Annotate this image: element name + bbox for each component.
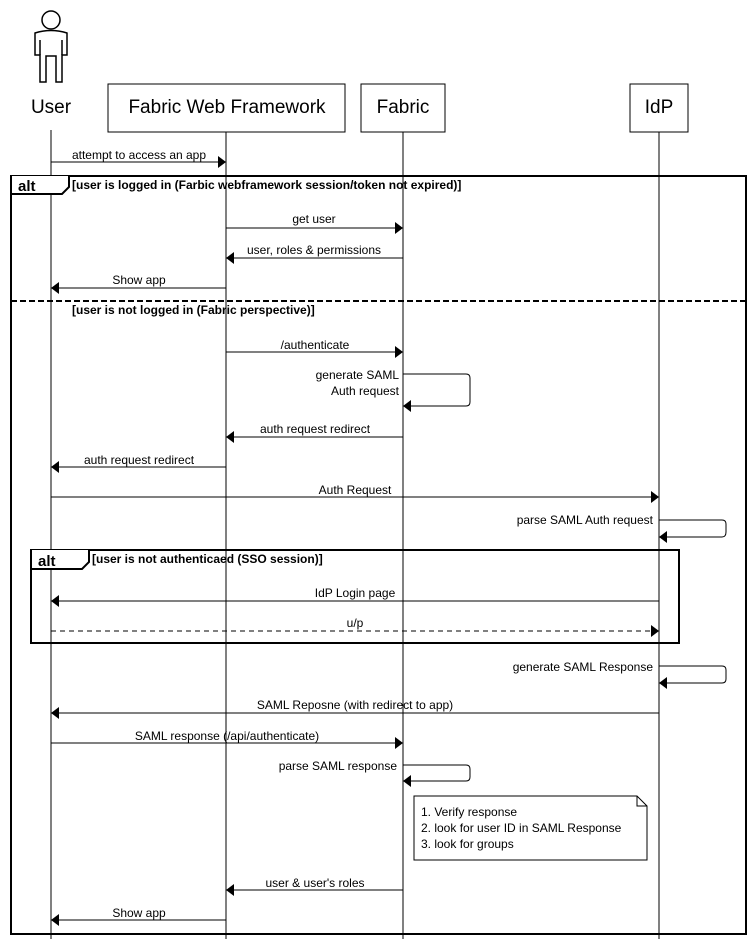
participant-fabric-label: Fabric <box>377 97 430 118</box>
message-label: parse SAML response <box>279 759 398 773</box>
message-label: /authenticate <box>281 338 350 352</box>
message-label: IdP Login page <box>315 586 396 600</box>
participant-fabric-web-framework <box>107 83 346 133</box>
message-label: generate SAML Response <box>513 660 654 674</box>
self-message-arrow <box>403 764 471 782</box>
note-fold <box>636 796 647 807</box>
note-line: 2. look for user ID in SAML Response <box>421 821 622 835</box>
self-message-arrow <box>659 665 727 684</box>
message-label: user, roles & permissions <box>247 243 381 257</box>
alt-frame-outer <box>10 175 747 935</box>
message-label: Auth request <box>331 384 400 398</box>
alt-frame-inner <box>30 549 680 644</box>
message-label: SAML response (/api/authenticate) <box>135 729 319 743</box>
self-message-arrow <box>659 519 727 538</box>
participant-idp <box>629 83 689 133</box>
participant-user-label: User <box>31 97 72 118</box>
participant-idp-label: IdP <box>645 97 674 118</box>
message-label: auth request redirect <box>260 422 371 436</box>
participant-fabric-web-framework-label: Fabric Web Framework <box>128 97 326 118</box>
message-label: user & user's roles <box>266 876 365 890</box>
self-message-arrow <box>403 373 471 407</box>
note-line: 1. Verify response <box>421 805 517 819</box>
message-label: Show app <box>112 273 166 287</box>
note-box <box>413 795 648 861</box>
alt-frame-inner-tab <box>30 550 90 570</box>
message-label: attempt to access an app <box>72 148 206 162</box>
message-label: auth request redirect <box>84 453 195 467</box>
message-label: u/p <box>347 616 364 630</box>
alt-frame-outer-tab <box>10 176 70 195</box>
message-label: generate SAML <box>316 368 400 382</box>
participant-fabric <box>360 83 446 133</box>
alt-guard-not-logged-in: [user is not logged in (Fabric perspecti… <box>72 303 315 317</box>
alt-frame-inner-tag: alt <box>38 553 56 570</box>
note-line: 3. look for groups <box>421 837 514 851</box>
user-actor-icon <box>34 10 68 83</box>
message-label: get user <box>292 212 335 226</box>
message-label: parse SAML Auth request <box>517 513 654 527</box>
message-label: SAML Reposne (with redirect to app) <box>257 698 453 712</box>
message-label: Show app <box>112 906 166 920</box>
alt-frame-outer-tag: alt <box>18 178 36 195</box>
alt-guard-not-authenticated: [user is not authenticaed (SSO session)] <box>92 552 323 566</box>
alt-guard-logged-in: [user is logged in (Farbic webframework … <box>72 178 461 192</box>
message-label: Auth Request <box>319 483 392 497</box>
